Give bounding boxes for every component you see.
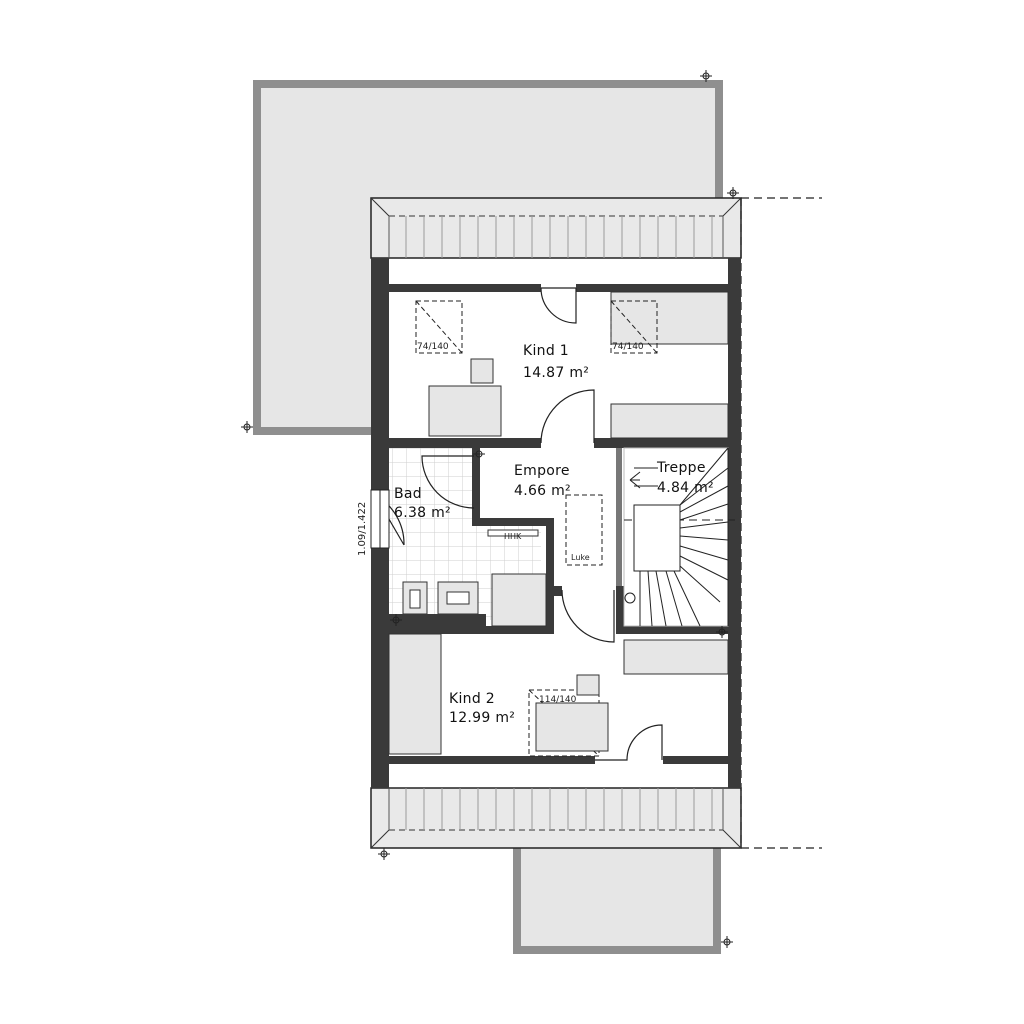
room-treppe-name: Treppe	[657, 460, 706, 476]
lower-balcony	[513, 848, 721, 954]
bad-window	[370, 489, 390, 549]
room-kind1-name: Kind 1	[523, 343, 569, 359]
door-swings	[374, 287, 663, 761]
interior-walls	[389, 284, 728, 764]
top-roof-band	[370, 197, 742, 259]
reference-markers	[241, 70, 739, 948]
room-treppe-area: 4.84 m²	[657, 480, 714, 496]
room-bad-name: Bad	[394, 486, 422, 502]
kind2-furniture	[388, 633, 729, 755]
room-empore-area: 4.66 m²	[514, 483, 571, 499]
fixture-label-luke: Luke	[571, 553, 590, 562]
bad-fixtures	[389, 529, 547, 627]
window-label-kind1-left: 74/140	[417, 342, 449, 352]
room-kind2-name: Kind 2	[449, 691, 495, 707]
empore-floor	[474, 448, 624, 520]
bottom-roof-band	[370, 787, 742, 849]
window-label-bad: 1.09/1.422	[357, 501, 368, 556]
window-label-kind1-right: 74/140	[612, 342, 644, 352]
staircase	[623, 447, 735, 627]
room-kind2-area: 12.99 m²	[449, 710, 516, 726]
fixture-label-hhk: HHK	[504, 532, 522, 541]
room-empore-name: Empore	[514, 463, 570, 479]
room-kind1-area: 14.87 m²	[523, 365, 590, 381]
room-bad-area: 6.38 m²	[394, 505, 451, 521]
window-label-kind2: 114/140	[539, 695, 577, 705]
roof-projection-lines	[740, 197, 822, 849]
